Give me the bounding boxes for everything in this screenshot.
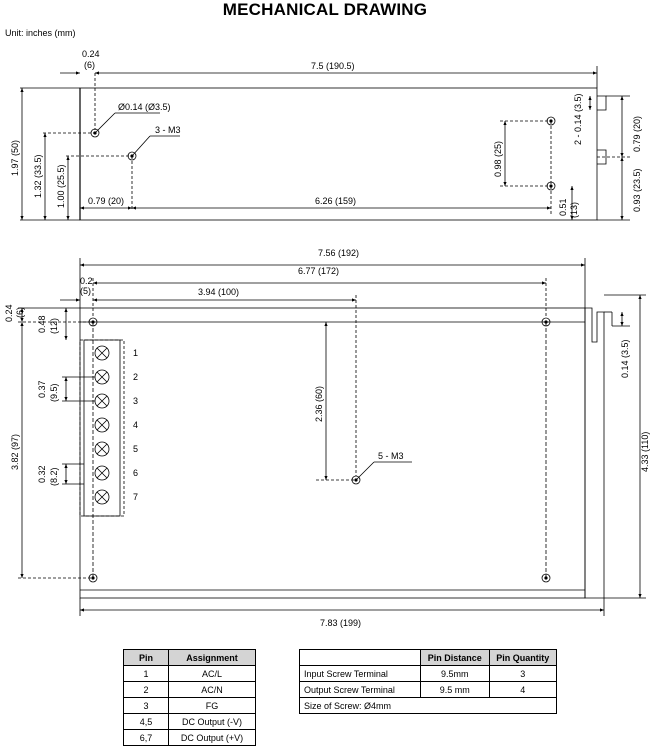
terminal-type-cell: Output Screw Terminal (299, 681, 421, 698)
right-slot-profile (597, 95, 607, 165)
terminal-spec-table: Pin Distance Pin Quantity Input Screw Te… (299, 649, 558, 714)
dim-label: 2 - 0.14 (3.5) (573, 93, 583, 145)
pin-cell: 1 (123, 665, 169, 682)
dim-label: 0.48 (37, 315, 47, 333)
dim-label: 0.37 (37, 380, 47, 398)
dim-label: 3.94 (100) (198, 287, 239, 297)
dim-label: 6.26 (159) (315, 196, 356, 206)
dim-label: (6) (15, 307, 25, 318)
bottom-view (18, 258, 646, 616)
dim-label: 0.2 (80, 276, 93, 286)
column-header: Pin (123, 649, 169, 666)
terminal-number: 6 (133, 468, 138, 478)
dim-label: 0.14 (3.5) (620, 339, 630, 378)
dim-label: 0.79 (20) (88, 196, 124, 206)
terminal-number: 4 (133, 420, 138, 430)
assignment-cell: DC Output (-V) (168, 713, 256, 730)
table-row: Output Screw Terminal 9.5 mm 4 (299, 681, 558, 698)
pin-cell: 4,5 (123, 713, 169, 730)
dim-label: 0.24 (4, 304, 14, 322)
terminal-number: 3 (133, 396, 138, 406)
pin-distance-cell: 9.5 mm (420, 681, 490, 698)
dim-label: 2.36 (60) (314, 386, 324, 422)
dim-label: 0.32 (37, 465, 47, 483)
table-row: Input Screw Terminal 9.5mm 3 (299, 665, 558, 682)
dim-label: 0.98 (25) (493, 141, 503, 177)
pin-cell: 6,7 (123, 729, 169, 746)
table-header-row: Pin Distance Pin Quantity (299, 649, 558, 666)
assignment-cell: FG (168, 697, 256, 714)
column-header: Pin Distance (420, 649, 490, 666)
dim-label: (5) (80, 286, 91, 296)
dim-label: 6.77 (172) (298, 266, 339, 276)
dim-label: 1.00 (25.5) (56, 164, 66, 208)
terminal-screws (94, 345, 110, 505)
terminal-number: 2 (133, 372, 138, 382)
dim-label: 0.93 (23.5) (632, 168, 642, 212)
assignment-cell: AC/L (168, 665, 256, 682)
pin-cell: 3 (123, 697, 169, 714)
terminal-number: 5 (133, 444, 138, 454)
table-row: Size of Screw: Ø4mm (299, 697, 557, 714)
mechanical-drawing: 0.24 (6) 7.5 (190.5) Ø0.14 (Ø3.5) 3 - M3… (4, 49, 650, 628)
column-header: Assignment (168, 649, 256, 666)
column-header: Pin Quantity (488, 649, 558, 666)
screw-label: 3 - M3 (155, 125, 181, 135)
assignment-cell: DC Output (+V) (168, 729, 256, 746)
terminal-number: 7 (133, 492, 138, 502)
dim-label: (9.5) (49, 383, 59, 402)
dim-label: 1.97 (50) (10, 140, 20, 176)
screw-label: 5 - M3 (378, 451, 404, 461)
dim-label: 7.56 (192) (318, 248, 359, 258)
dim-label: 7.83 (199) (320, 618, 361, 628)
drawing-title: MECHANICAL DRAWING (222, 0, 428, 19)
column-header (299, 649, 421, 666)
dim-label: 0.24 (82, 49, 100, 59)
top-view (20, 66, 630, 221)
dim-label: (6) (84, 60, 95, 70)
mount-hole (541, 317, 551, 327)
dim-label: (8.2) (49, 467, 59, 486)
dim-label: (12) (49, 318, 59, 334)
bottom-view-outline (79, 307, 586, 599)
dim-label: 0.79 (20) (632, 116, 642, 152)
mount-hole (541, 573, 551, 583)
pin-distance-cell: 9.5mm (420, 665, 490, 682)
pin-quantity-cell: 4 (488, 681, 558, 698)
dim-label: 7.5 (190.5) (311, 61, 355, 71)
pin-quantity-cell: 3 (488, 665, 558, 682)
dim-label: 4.33 (110) (640, 432, 650, 472)
table-header-row: Pin Assignment (123, 649, 256, 666)
dim-label: 3.82 (97) (10, 434, 20, 470)
dim-label: (13) (569, 202, 579, 218)
terminal-type-cell: Input Screw Terminal (299, 665, 421, 682)
unit-note: Unit: inches (mm) (5, 28, 76, 38)
terminal-numbers: 1 2 3 4 5 6 7 (133, 348, 138, 502)
dim-label: 1.32 (33.5) (33, 154, 43, 198)
screw-size-cell: Size of Screw: Ø4mm (299, 697, 557, 714)
pin-cell: 2 (123, 681, 169, 698)
side-rail (584, 307, 605, 599)
hole-diameter-label: Ø0.14 (Ø3.5) (118, 102, 171, 112)
dim-label: 0.51 (558, 198, 568, 216)
assignment-cell: AC/N (168, 681, 256, 698)
terminal-number: 1 (133, 348, 138, 358)
